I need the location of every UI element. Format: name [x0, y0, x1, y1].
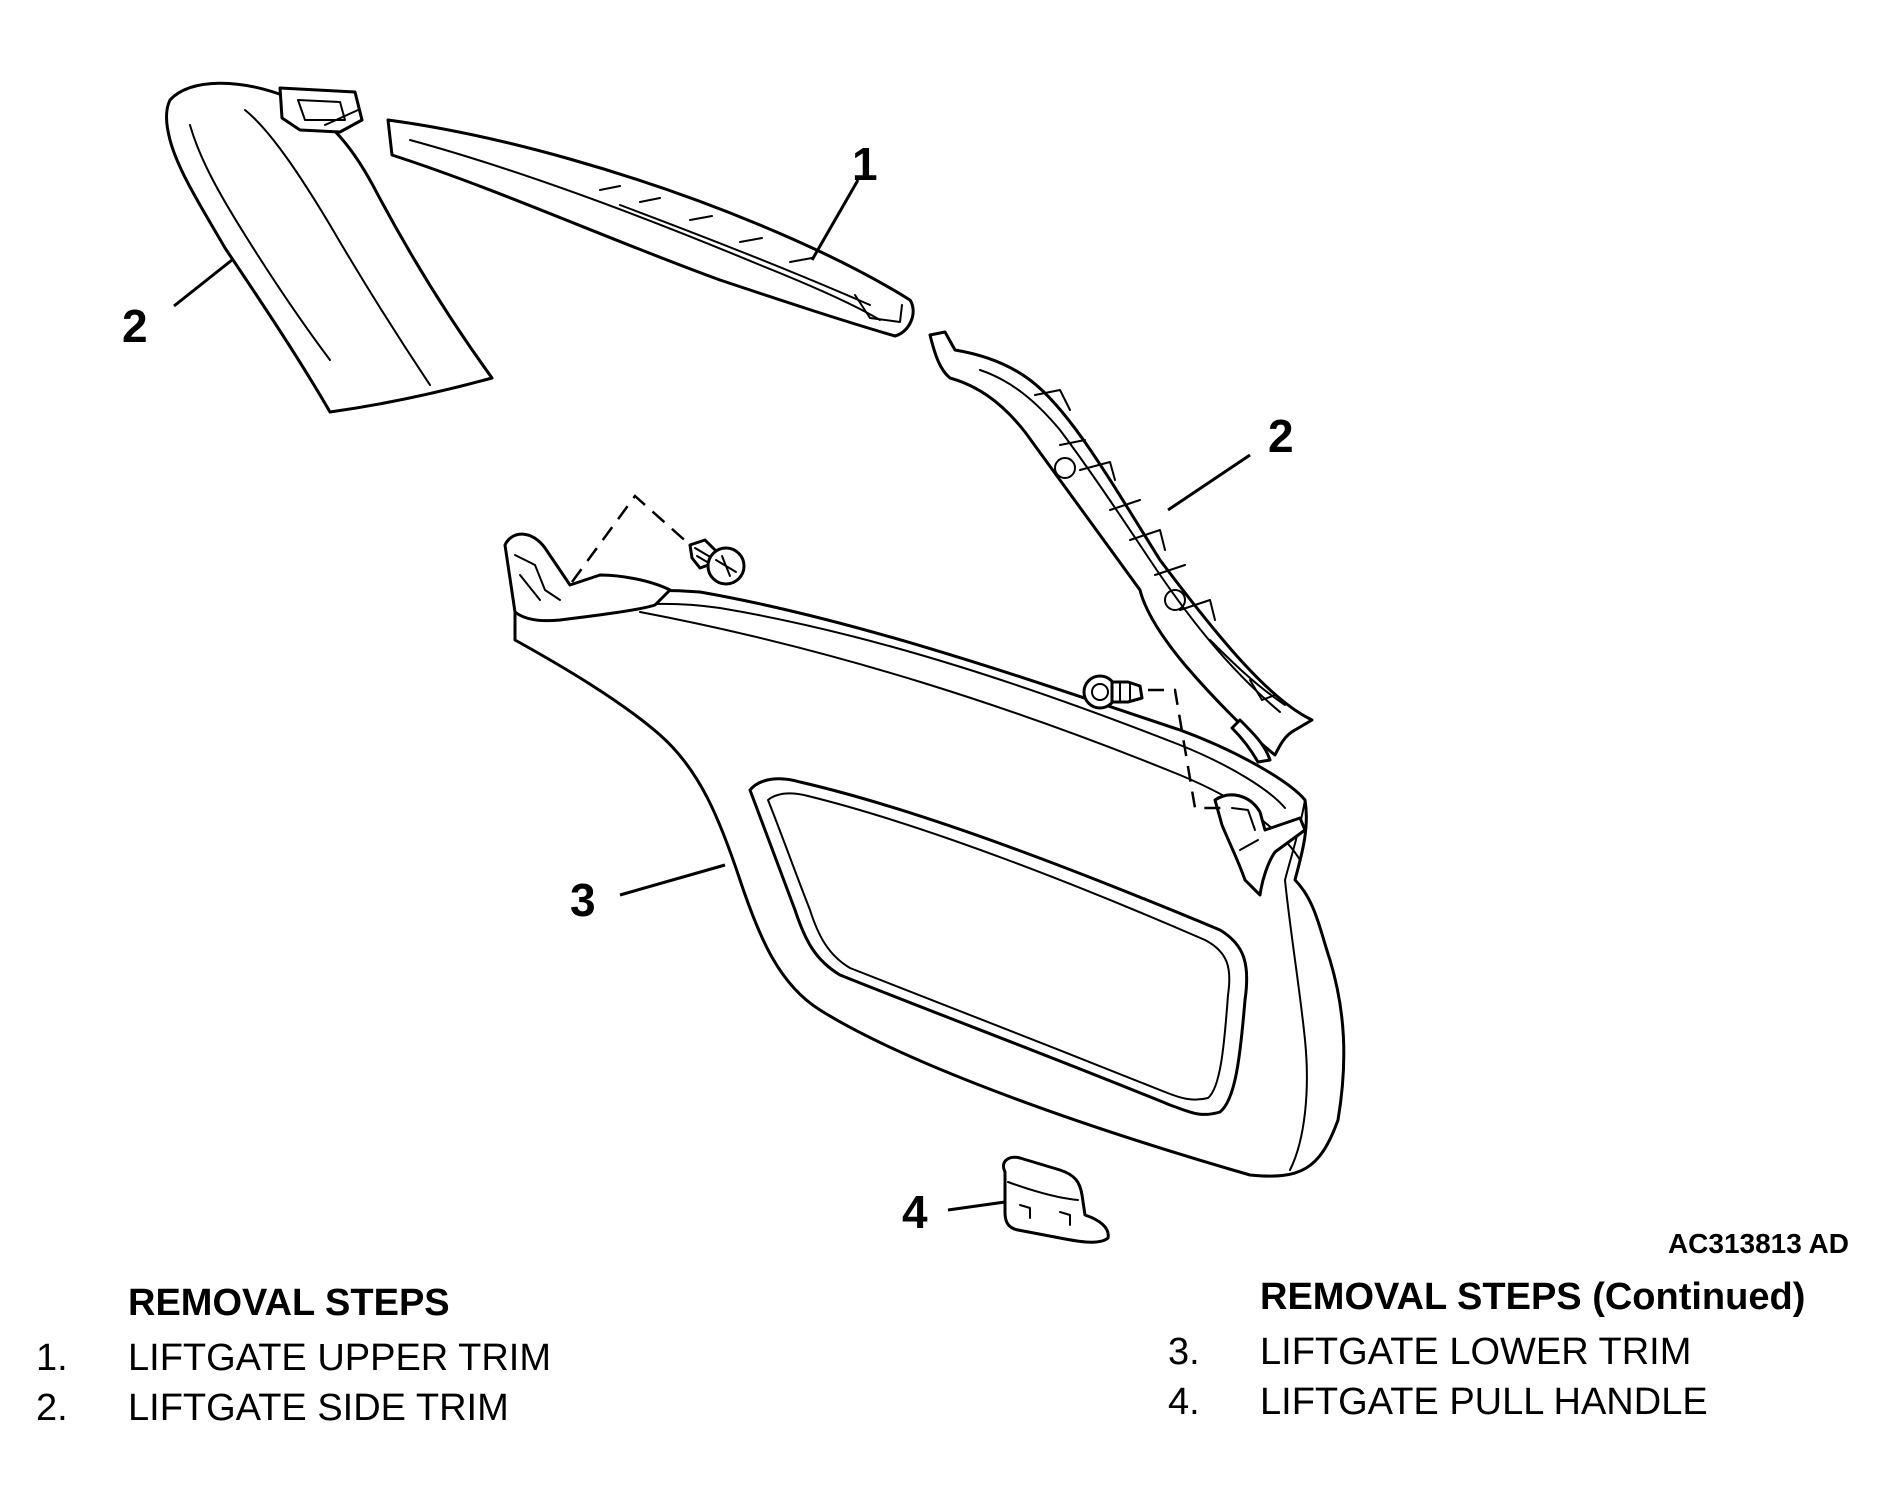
leader-4 [947, 1200, 1006, 1212]
removal-step-2: 2. LIFTGATE SIDE TRIM [36, 1383, 551, 1433]
removal-steps-continued-title: REMOVAL STEPS (Continued) [1260, 1276, 1806, 1318]
leader-3 [619, 863, 726, 897]
callout-4: 4 [902, 1186, 928, 1238]
step-label: LIFTGATE UPPER TRIM [128, 1337, 551, 1379]
leader-1 [810, 179, 860, 261]
screw-upper-left [688, 538, 746, 586]
step-label: LIFTGATE LOWER TRIM [1260, 1331, 1692, 1373]
figure-code: AC313813 AD [1667, 1228, 1849, 1259]
removal-steps-right: REMOVAL STEPS (Continued) 3. LIFTGATE LO… [1168, 1276, 1805, 1427]
liftgate-side-trim-right [928, 330, 1314, 764]
removal-step-4: 4. LIFTGATE PULL HANDLE [1168, 1377, 1805, 1427]
liftgate-upper-trim [386, 118, 915, 338]
callout-2-right: 2 [1268, 410, 1294, 462]
removal-steps-title: REMOVAL STEPS [128, 1282, 450, 1324]
callout-2-left: 2 [122, 300, 148, 352]
liftgate-side-trim-left [165, 81, 494, 414]
callout-3: 3 [570, 874, 596, 926]
removal-step-3: 3. LIFTGATE LOWER TRIM [1168, 1327, 1805, 1377]
step-label: LIFTGATE PULL HANDLE [1260, 1381, 1708, 1423]
callout-1: 1 [852, 138, 878, 190]
step-label: LIFTGATE SIDE TRIM [128, 1387, 509, 1429]
step-number: 2. [36, 1387, 68, 1429]
leader-2-right [1167, 453, 1251, 512]
leader-2-left [173, 258, 233, 308]
screw-alignment-line-right [1148, 688, 1225, 810]
screw-right [1082, 674, 1144, 710]
step-number: 1. [36, 1337, 68, 1379]
screw-alignment-line-left [570, 494, 691, 583]
liftgate-lower-trim [503, 532, 1346, 1178]
removal-steps-left: REMOVAL STEPS 1. LIFTGATE UPPER TRIM 2. … [36, 1282, 551, 1433]
step-number: 3. [1168, 1331, 1200, 1373]
step-number: 4. [1168, 1381, 1200, 1423]
removal-step-1: 1. LIFTGATE UPPER TRIM [36, 1333, 551, 1383]
liftgate-pull-handle [1002, 1155, 1110, 1244]
